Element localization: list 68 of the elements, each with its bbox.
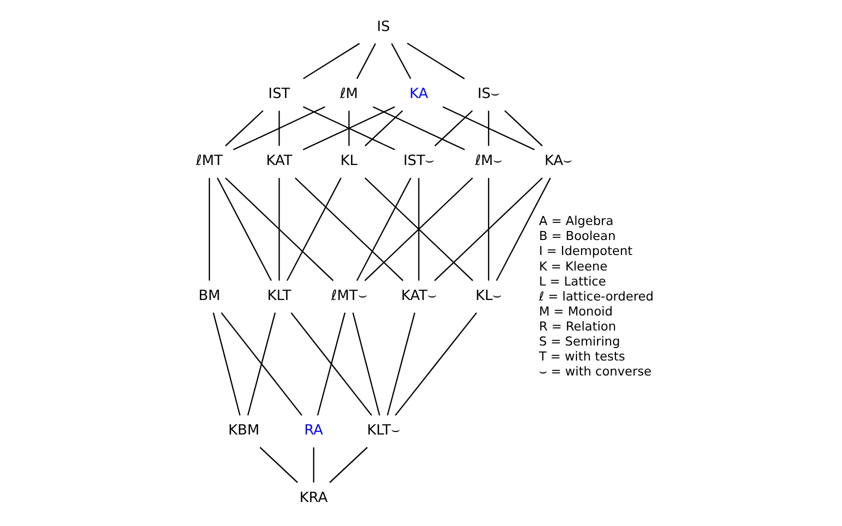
node-text: KRA: [300, 490, 328, 506]
connector: [418, 178, 420, 281]
connector: [356, 178, 412, 281]
connector: [220, 312, 302, 416]
node-text: KAT⌣: [401, 288, 436, 304]
node-text: IS: [376, 18, 390, 35]
connector: [216, 178, 272, 281]
connector: [352, 312, 380, 416]
connector: [278, 178, 280, 281]
connector: [224, 178, 334, 282]
node-text: KAT: [266, 153, 292, 170]
connector: [208, 178, 210, 281]
label: ⌣ = with converse: [538, 364, 652, 378]
connector: [488, 178, 490, 281]
connector: [303, 42, 360, 80]
label: S = Semiring: [538, 334, 620, 348]
connector: [313, 447, 314, 482]
connector: [294, 178, 404, 282]
node-text: ℓM⌣: [475, 153, 502, 170]
label: T = with tests: [538, 349, 626, 364]
node-text: KA: [409, 86, 428, 102]
connector: [212, 312, 241, 416]
connector: [394, 312, 478, 416]
connector: [225, 110, 264, 146]
node-text: KBM: [228, 422, 260, 439]
connector: [329, 446, 368, 483]
connector: [434, 178, 543, 282]
node-text: KLT⌣: [367, 422, 400, 439]
label: R = Relation: [538, 319, 616, 334]
connector: [302, 106, 396, 150]
connector: [364, 110, 404, 146]
connector: [286, 178, 342, 281]
label: B = Boolean: [538, 229, 616, 244]
connector: [488, 110, 490, 146]
node-text: KLT: [267, 288, 292, 304]
connector: [317, 312, 346, 416]
node-text: IST⌣: [403, 153, 434, 170]
node-text: KL: [340, 153, 358, 170]
connector: [260, 446, 298, 483]
node-text: IST: [268, 86, 290, 102]
connector: [406, 42, 465, 80]
connector: [504, 110, 543, 146]
connector: [348, 110, 350, 146]
label: I = Idempotent: [538, 244, 632, 258]
connector: [372, 106, 465, 150]
node-text: ℓMT⌣: [331, 288, 367, 304]
connector: [290, 312, 372, 416]
label: L = Lattice: [538, 274, 606, 288]
label: K = Kleene: [538, 259, 608, 274]
node-text: ℓMT: [196, 153, 223, 170]
label: A = Algebra: [538, 214, 614, 228]
label: M = Monoid: [538, 304, 613, 318]
node-text: ℓM: [340, 86, 358, 102]
node-text: RA: [304, 422, 324, 439]
connector: [233, 106, 326, 150]
node-text: KA⌣: [544, 153, 572, 170]
node-text: IS⌣: [478, 86, 500, 102]
connector: [434, 110, 473, 146]
node-text: KL⌣: [476, 288, 502, 304]
connector: [442, 106, 535, 150]
connector: [391, 43, 412, 80]
connector: [247, 312, 276, 416]
connector: [496, 178, 551, 281]
connector: [356, 43, 376, 79]
label: ℓ = lattice-ordered: [538, 289, 654, 304]
connector: [386, 312, 416, 416]
connector: [278, 110, 280, 146]
node-text: BM: [198, 288, 220, 304]
